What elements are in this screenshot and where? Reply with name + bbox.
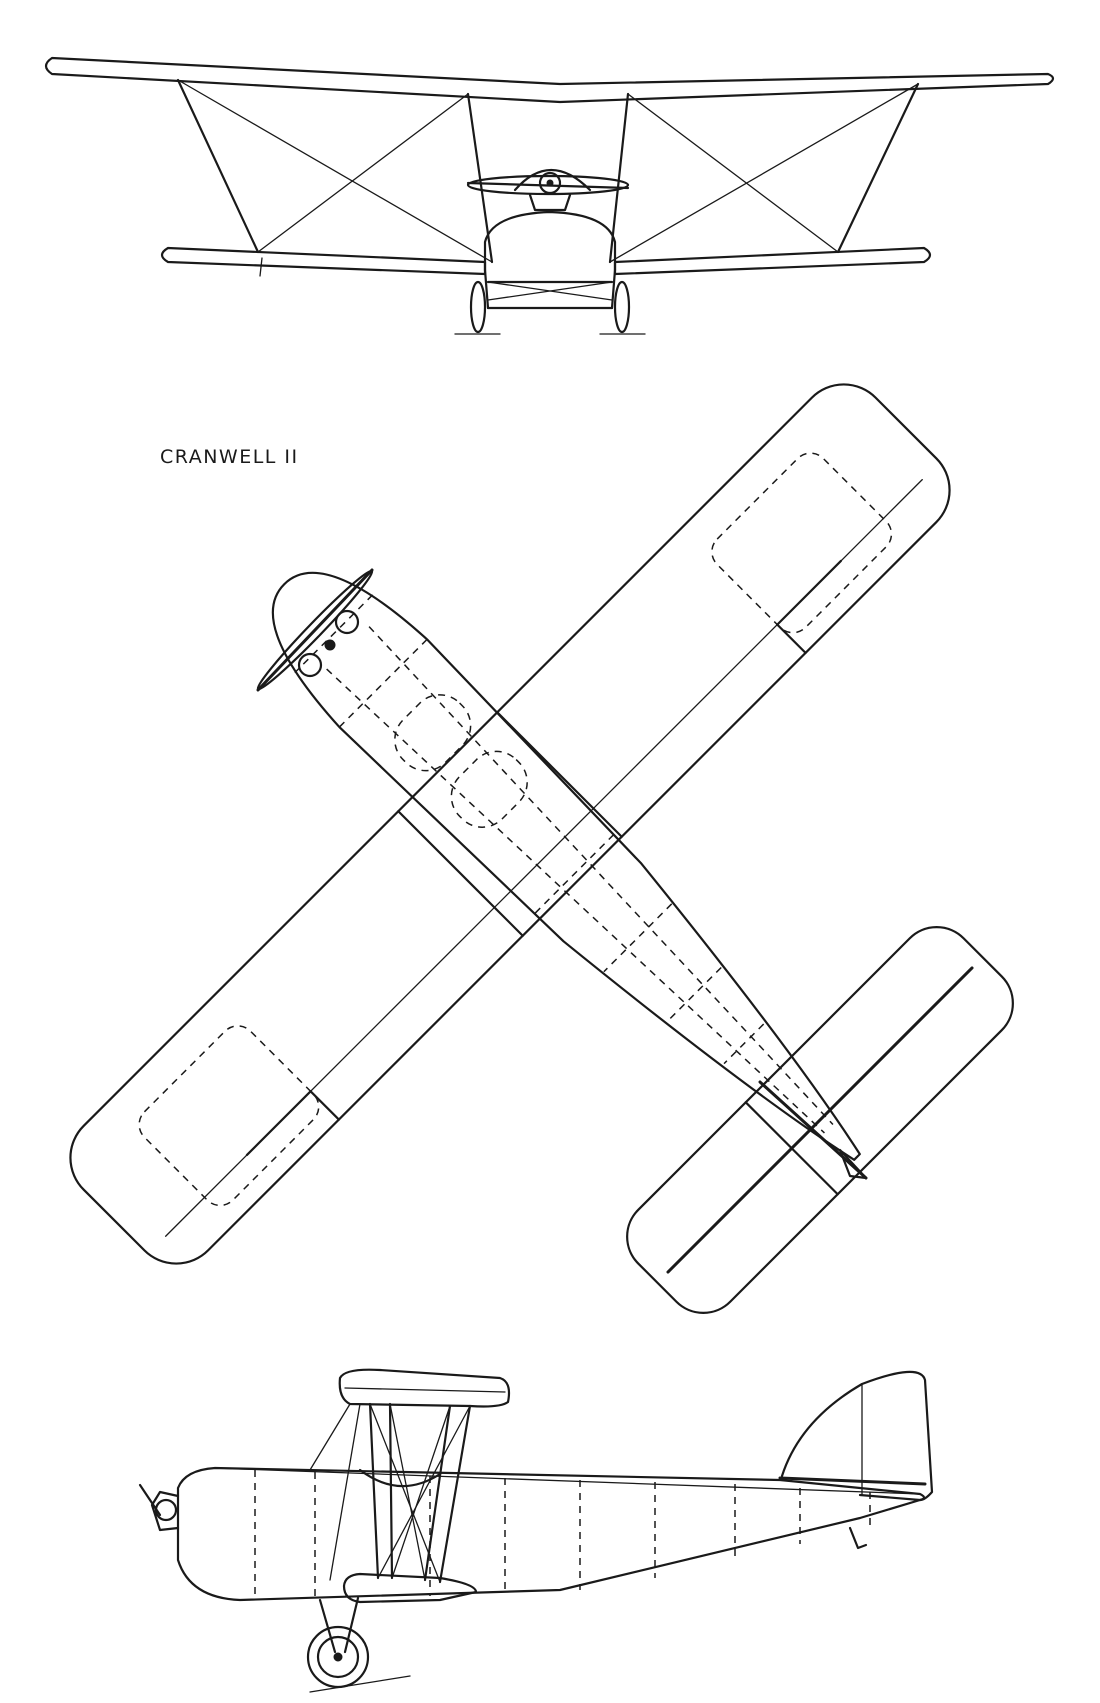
front-lower-wing-right — [613, 246, 932, 276]
front-engine-cylinders — [528, 193, 572, 212]
aircraft-title: CRANWELL II — [160, 446, 299, 468]
side-undercarriage — [318, 1596, 360, 1654]
side-lower-wing — [342, 1572, 478, 1604]
plan-tail-cone — [838, 1148, 868, 1180]
side-tailplane — [778, 1476, 927, 1486]
plan-propeller-blade — [256, 569, 374, 691]
plan-engine-cylinder-1 — [334, 609, 360, 635]
side-upper-wing-chord — [344, 1387, 506, 1393]
plan-view — [69, 383, 1014, 1314]
plan-fuselage — [271, 571, 861, 1161]
plan-rudder — [758, 1080, 868, 1180]
plan-engine-cylinder-2 — [297, 652, 323, 678]
side-fin-rudder — [780, 1370, 934, 1502]
side-fuselage — [176, 1466, 926, 1602]
front-view — [44, 56, 1055, 335]
front-upper-wing — [44, 56, 1055, 104]
side-tail-skid — [848, 1526, 868, 1550]
side-ground-line — [309, 1675, 411, 1693]
side-top-longeron — [214, 1467, 921, 1495]
front-fuselage — [483, 210, 617, 272]
plan-propeller — [256, 568, 374, 692]
side-upper-wing — [338, 1368, 511, 1408]
side-wheel-hub — [333, 1652, 343, 1662]
side-bracing-wires — [309, 1403, 471, 1583]
front-engine-cowl — [513, 168, 592, 192]
side-engine — [150, 1490, 180, 1532]
front-aileron-horn — [259, 257, 263, 277]
side-view — [138, 1368, 934, 1693]
front-wheel-left — [469, 280, 487, 334]
side-cockpit — [358, 1468, 442, 1488]
plan-main-wing — [69, 383, 951, 1265]
side-struts — [368, 1402, 472, 1584]
front-struts — [176, 78, 920, 264]
plan-tailplane — [626, 926, 1014, 1314]
front-undercarriage — [483, 268, 617, 310]
plan-engine-hub — [324, 639, 336, 651]
front-spinner — [538, 171, 562, 195]
front-spinner-hub — [546, 179, 554, 187]
side-formers — [254, 1470, 871, 1600]
front-propeller-blade — [466, 174, 630, 196]
side-wheel-inner — [316, 1635, 360, 1679]
side-engine-cylinder — [154, 1498, 178, 1522]
front-bracing-wires — [177, 79, 919, 263]
side-propeller-shaft — [138, 1483, 162, 1517]
front-wheel-right — [613, 280, 631, 334]
front-lower-wing — [160, 246, 487, 276]
